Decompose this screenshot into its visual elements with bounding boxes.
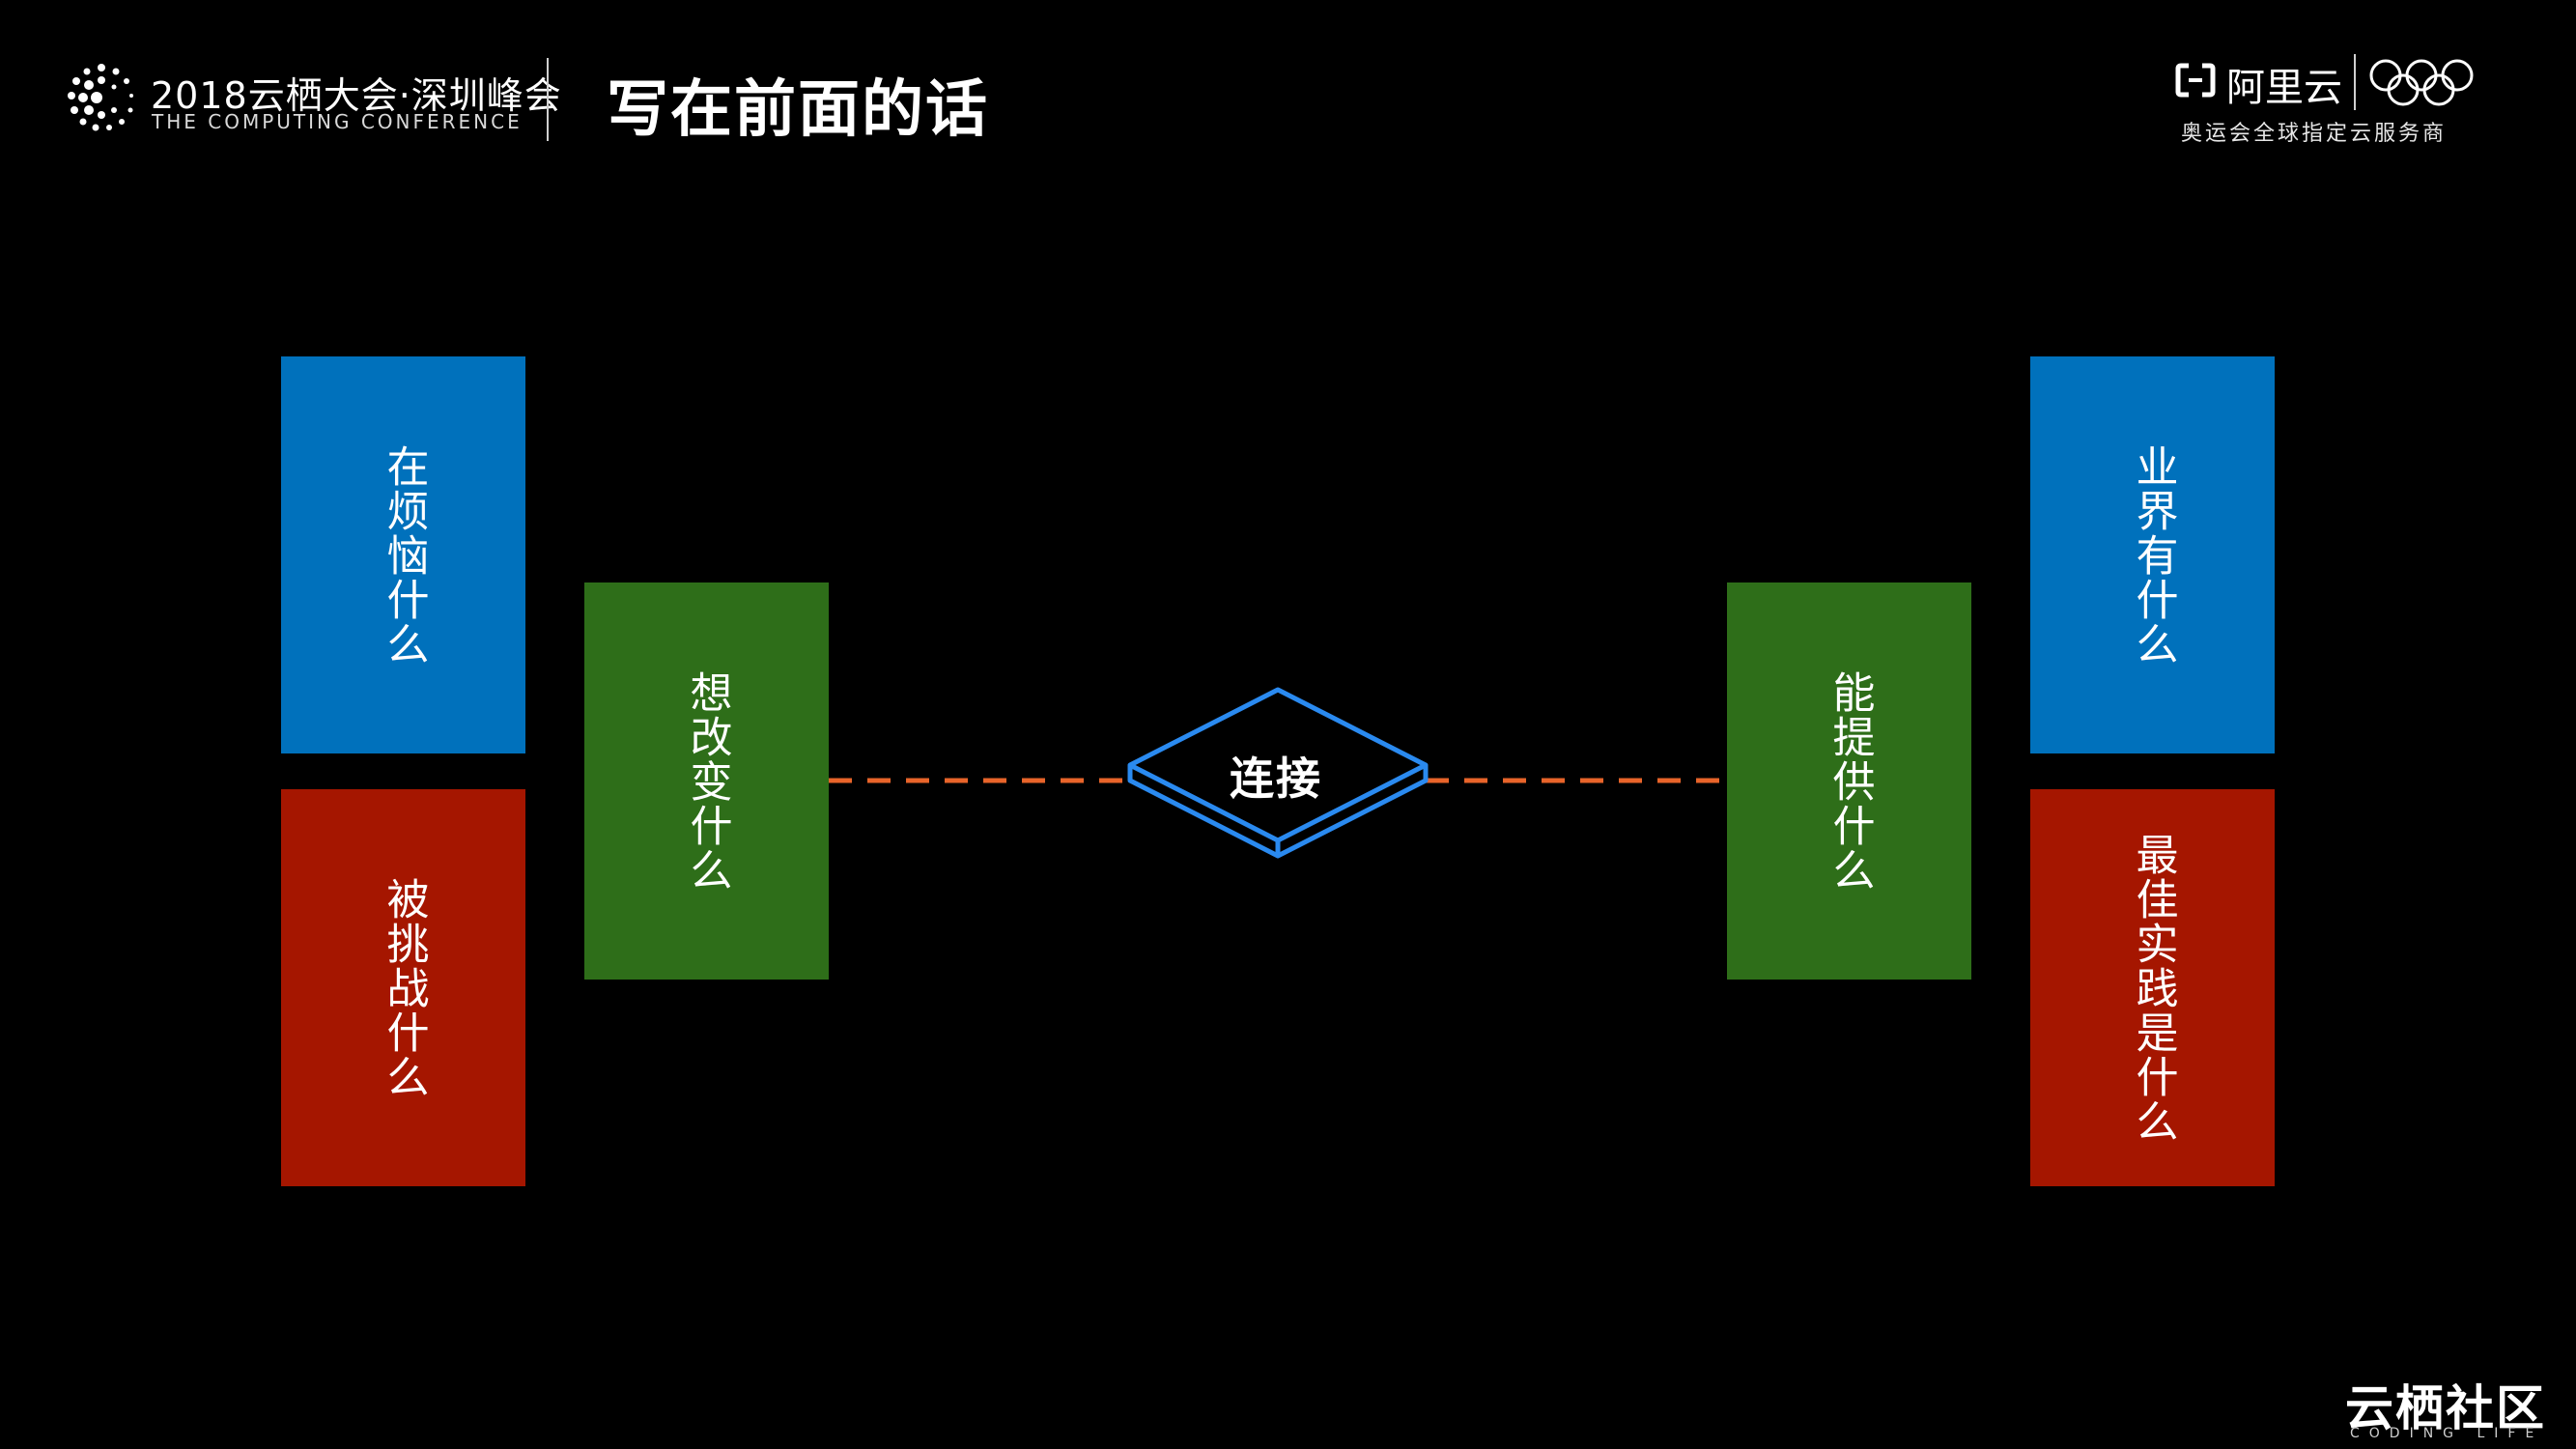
box-right-bottom: 最佳实践是什么 xyxy=(2030,789,2275,1186)
center-diamond xyxy=(1127,687,1429,859)
box-left-middle: 想改变什么 xyxy=(584,582,829,980)
box-left-top-label: 在烦恼什么 xyxy=(379,443,429,667)
box-right-bottom-label: 最佳实践是什么 xyxy=(2128,832,2178,1144)
conference-logo-icon xyxy=(68,64,133,131)
box-left-bottom-label: 被挑战什么 xyxy=(379,876,429,1099)
conference-subtitle: THE COMPUTING CONFERENCE xyxy=(152,110,523,133)
conference-title: 2018云栖大会·深圳峰会 xyxy=(151,74,562,117)
page-title: 写在前面的话 xyxy=(607,74,989,146)
aliyun-logo-icon xyxy=(2175,63,2216,98)
box-right-middle-label: 能提供什么 xyxy=(1825,669,1875,893)
box-right-top: 业界有什么 xyxy=(2030,356,2275,753)
sponsor-text: 奥运会全球指定云服务商 xyxy=(2181,122,2448,146)
box-left-middle-label: 想改变什么 xyxy=(682,669,732,893)
olympic-rings-icon xyxy=(2369,59,2474,106)
box-right-middle: 能提供什么 xyxy=(1727,582,1971,980)
footer-tagline: CODING LIFE xyxy=(2350,1426,2544,1441)
brand-name: 阿里云 xyxy=(2226,66,2342,110)
box-right-top-label: 业界有什么 xyxy=(2128,443,2178,667)
center-label: 连接 xyxy=(1230,753,1322,805)
footer-brand: 云栖社区 xyxy=(2345,1380,2546,1436)
brand-divider xyxy=(2354,54,2356,110)
box-left-top: 在烦恼什么 xyxy=(281,356,525,753)
header-divider xyxy=(547,58,549,141)
box-left-bottom: 被挑战什么 xyxy=(281,789,525,1186)
